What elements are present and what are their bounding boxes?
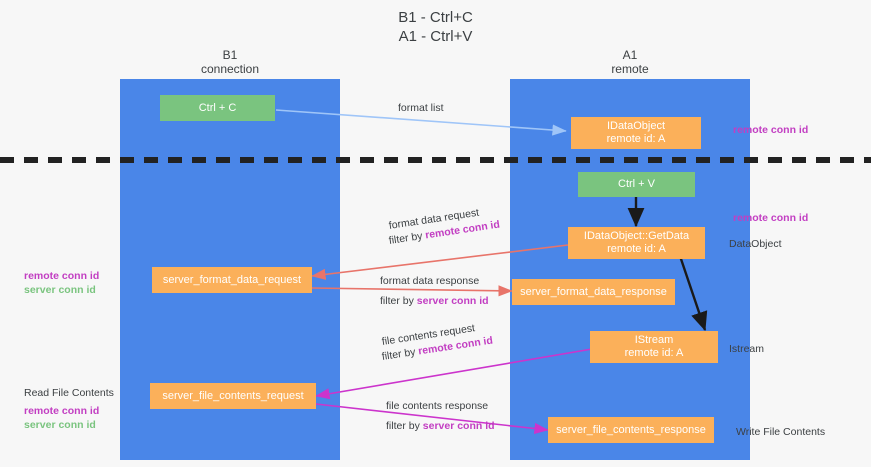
filter-prefix: filter by [380,295,417,307]
edge-label-file-contents-response-group: file contents response filter by server … [386,399,495,434]
filter-prefix: filter by [381,345,420,363]
box-server-file-contents-request[interactable]: server_file_contents_request [150,383,316,409]
annotation-read-file-contents: Read File Contents [24,387,114,399]
edge-label-format-list: format list [398,102,444,114]
box-server-file-contents-response[interactable]: server_file_contents_response [548,417,714,443]
box-server-format-data-request[interactable]: server_format_data_request [152,267,312,293]
box-ctrl-c[interactable]: Ctrl + C [160,95,275,121]
section-divider [0,157,871,163]
box-idataobject[interactable]: IDataObject remote id: A [571,117,701,149]
filter-key-server-conn-id: server conn id [416,295,489,307]
annotation-istream: Istream [729,343,765,355]
edge-label-format-data-response-filter: filter by server conn id [380,294,489,309]
lane-header-b1: B1 connection [200,48,260,76]
annotation-remote-conn-id-top: remote conn id [733,124,809,136]
filter-key-server-conn-id: server conn id [422,420,495,432]
filter-prefix: filter by [388,229,427,247]
edge-label-format-data-response-group: format data response filter by server co… [380,274,489,309]
edge-label-file-contents-request-group: file contents request filter by remote c… [381,322,494,365]
box-server-format-data-response[interactable]: server_format_data_response [512,279,675,305]
edge-label-file-contents-response: file contents response [386,400,489,412]
box-ctrl-v[interactable]: Ctrl + V [578,172,695,197]
annotation-write-file-contents: Write File Contents [736,426,826,438]
edge-label-format-data-response: format data response [380,275,480,287]
annotation-remote-conn-id-mid: remote conn id [733,212,809,224]
edge-label-file-contents-response-filter: filter by server conn id [386,419,495,434]
page-title: B1 - Ctrl+C A1 - Ctrl+V [398,9,473,45]
box-idataobject-getdata[interactable]: IDataObject::GetData remote id: A [568,227,705,259]
lane-header-a1: A1 remote [611,48,649,76]
box-istream[interactable]: IStream remote id: A [590,331,718,363]
annotation-dataobject: DataObject [729,238,782,250]
filter-prefix: filter by [386,420,423,432]
edge-label-format-data-request-group: format data request filter by remote con… [388,207,501,249]
